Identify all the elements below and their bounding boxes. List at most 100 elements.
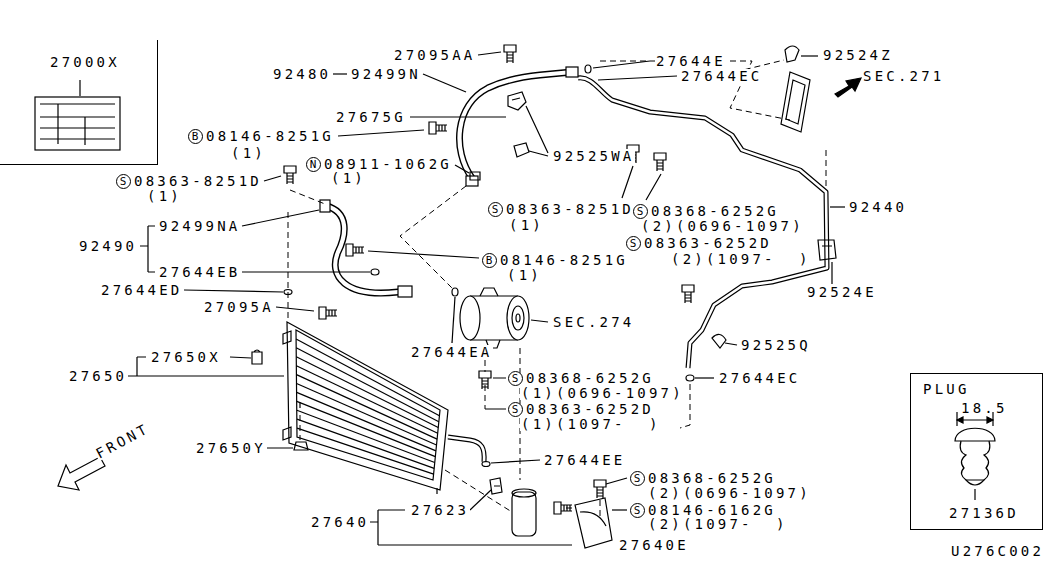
dashed-lines: [288, 60, 826, 520]
bolts: [319, 307, 337, 319]
dashed-lines: [300, 415, 301, 440]
hose: [326, 206, 398, 293]
clips: [470, 46, 836, 348]
plug-drawing: [960, 441, 990, 480]
fittings: [686, 375, 694, 381]
bolts: [346, 244, 364, 256]
leader-lines: [470, 490, 491, 510]
plug-drawing: [955, 412, 995, 500]
mount-rubber: [294, 442, 308, 450]
dashed-lines: [566, 500, 600, 520]
part-label: 27644ED: [100, 283, 183, 297]
leader-lines: [598, 76, 677, 80]
leader-lines: [333, 73, 347, 74]
compressor: [460, 288, 529, 348]
part-label: 08146-6162G: [647, 503, 777, 517]
mount-rubber: [252, 350, 262, 364]
part-label: 92480: [272, 67, 332, 81]
condenser: [296, 366, 437, 434]
part-label: (1)(1097- ): [520, 417, 662, 431]
condenser: [297, 428, 433, 474]
leader-lines: [242, 271, 370, 272]
part-label: 08368-6252G: [647, 471, 777, 485]
part-label: 92499N: [350, 67, 422, 81]
leader-lines: [184, 290, 283, 292]
part-label: (1): [506, 268, 543, 282]
box-text: 27136D: [949, 506, 1019, 520]
symbol-circle: S: [630, 503, 645, 518]
part-label: (2)(0696-1097): [640, 219, 805, 233]
bolts: [504, 45, 516, 63]
fittings: [585, 65, 591, 73]
front-arrow: [58, 457, 105, 490]
clips: [818, 240, 836, 260]
part-label: U276C002: [950, 544, 1045, 558]
clips: [785, 46, 799, 62]
leader-lines: [531, 320, 548, 322]
condenser: [297, 410, 435, 462]
part-label: 27644E: [655, 54, 727, 68]
symbol-letter: S: [512, 373, 519, 384]
symbol-circle: S: [508, 402, 523, 417]
dashed-lines: [290, 190, 325, 204]
label-icon: [35, 80, 120, 150]
leader-lines: [485, 378, 506, 409]
leader-lines: [612, 509, 627, 510]
symbol-letter: N: [310, 159, 317, 170]
symbol-circle: S: [488, 202, 503, 217]
section-arrow: [835, 78, 861, 97]
part-label: 92525WA: [552, 149, 635, 163]
part-label: 27650X: [150, 350, 222, 364]
symbol-letter: S: [630, 238, 637, 249]
leader-lines: [370, 510, 572, 545]
leader-lines: [140, 226, 155, 272]
label-icon: [35, 97, 120, 150]
compressor: [460, 296, 480, 340]
symbol-circle: S: [626, 236, 641, 251]
part-label: 27640E: [618, 538, 690, 552]
part-label: 27623: [410, 503, 470, 517]
grommet: [781, 72, 810, 132]
symbol-circle: S: [508, 371, 523, 386]
leader-lines: [276, 307, 314, 311]
part-label: 08363-8251D: [133, 174, 263, 188]
label-panel: 27000X: [0, 40, 158, 165]
fittings: [320, 200, 330, 212]
clips: [508, 92, 526, 110]
fittings: [398, 286, 412, 297]
leader-lines: [695, 377, 714, 378]
symbol-circle: S: [630, 471, 645, 486]
part-label: (2)(0696-1097): [647, 486, 812, 500]
symbol-circle: S: [633, 204, 648, 219]
part-label: SEC.271: [862, 69, 945, 83]
clips: [514, 143, 529, 157]
symbol-letter: S: [634, 505, 641, 516]
part-label: 08368-6252G: [525, 371, 655, 385]
part-label: 92524Z: [822, 48, 894, 62]
label-icon: [40, 104, 115, 145]
receiver-drier: [575, 498, 612, 548]
leader-lines: [606, 478, 627, 484]
compressor: [480, 288, 500, 348]
mount-rubber: [252, 350, 308, 450]
bolts: [654, 153, 666, 171]
part-label: 08363-6252D: [525, 402, 655, 416]
symbol-circle: N: [306, 157, 321, 172]
part-label: FRONT: [93, 421, 153, 462]
clips: [712, 334, 726, 348]
symbol-letter: S: [492, 204, 499, 215]
symbol-circle: B: [482, 253, 497, 268]
symbol-circle: B: [188, 129, 203, 144]
leader-lines: [801, 55, 818, 56]
fittings: [284, 65, 694, 467]
bolts: [284, 45, 694, 514]
symbol-circle: S: [116, 174, 131, 189]
box-text: PLUG: [923, 382, 970, 396]
bolts: [594, 480, 606, 498]
leader-lines: [264, 176, 281, 181]
plug-drawing: [966, 480, 984, 485]
part-label: 27640: [310, 515, 370, 529]
part-label: 92440: [848, 200, 908, 214]
bolts: [682, 285, 694, 303]
part-label: 27675G: [335, 110, 407, 124]
